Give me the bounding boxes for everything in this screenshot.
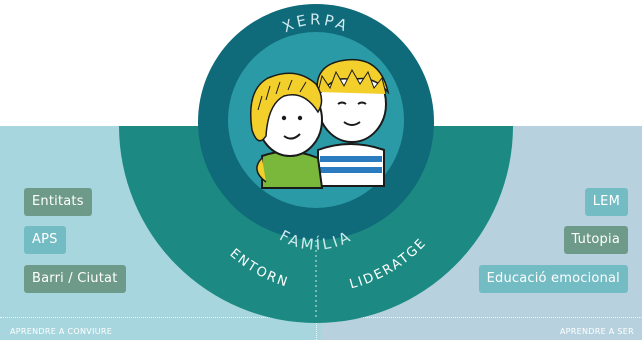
footer-right-label: APRENDRE A SER [559, 327, 634, 336]
footer-left-label: APRENDRE A CONVIURE [10, 327, 113, 336]
tag-tutopia: Tutopia [563, 226, 628, 254]
tag-entitats: Entitats [24, 188, 92, 216]
tag-lem: LEM [584, 188, 628, 216]
children-illustration [250, 58, 390, 189]
tag-educacio-emocional: Educació emocional [478, 265, 628, 293]
tag-barri-ciutat: Barri / Ciutat [24, 265, 126, 293]
tag-aps: APS [24, 226, 66, 254]
